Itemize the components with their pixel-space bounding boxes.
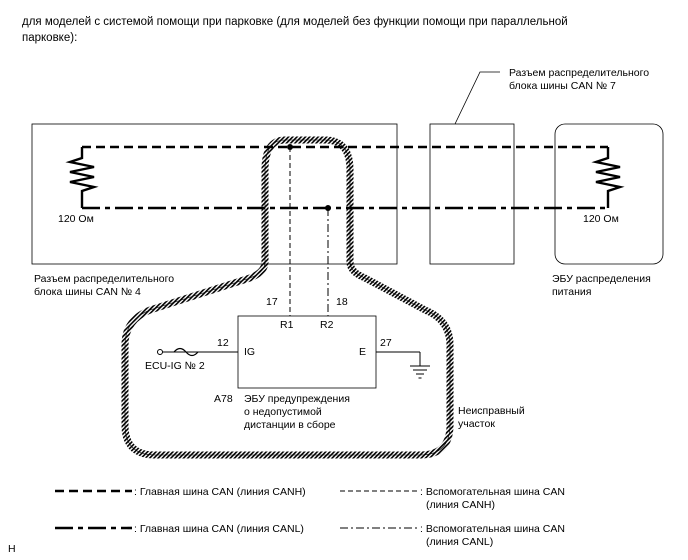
fuse-icon [173, 347, 199, 357]
pin-number-17: 17 [266, 296, 278, 308]
ecu-name-line-3: дистанции в сборе [244, 419, 336, 431]
footer-mark: H [8, 543, 16, 555]
pin-number-27: 27 [380, 337, 392, 349]
header-line-1: для моделей с системой помощи при парков… [22, 16, 568, 28]
legend-aux-canl-label-1: : Вспомогательная шина CAN [420, 523, 565, 535]
legend-aux-canh-label-1: : Вспомогательная шина CAN [420, 486, 565, 498]
ecu-name-line-1: ЭБУ предупреждения [244, 393, 350, 405]
power-ecu-label-line-2: питания [552, 286, 591, 298]
legend-aux-canh-label-2: (линия CANH) [426, 499, 495, 511]
pin-number-12: 12 [217, 337, 229, 349]
junction-4-label-line-2: блока шины CAN № 4 [34, 286, 141, 298]
junction-connector-7-box [429, 123, 515, 265]
fault-label-line-2: участок [458, 418, 495, 430]
legend-main-canl-label: : Главная шина CAN (линия CANL) [134, 523, 304, 535]
pin-r1-label: R1 [280, 319, 294, 331]
ecu-name-line-2: о недопустимой [244, 406, 322, 418]
ecu-code: A78 [214, 393, 233, 405]
junction-7-label-line-2: блока шины CAN № 7 [509, 80, 616, 92]
left-resistor [65, 147, 99, 208]
ground-icon [410, 365, 430, 379]
header-line-2: парковке): [22, 32, 77, 44]
fault-area [121, 136, 454, 459]
right-resistor [591, 147, 625, 208]
pin-e-label: E [359, 346, 366, 358]
power-distribution-ecu-box [554, 123, 664, 265]
power-ecu-label-line-1: ЭБУ распределения [552, 273, 651, 285]
fault-label-line-1: Неисправный [458, 405, 525, 417]
pin-ig-label: IG [244, 346, 255, 358]
junction-connector-4-box [31, 123, 398, 265]
fuse-label: ECU-IG № 2 [145, 360, 205, 372]
legend-main-canh-label: : Главная шина CAN (линия CANH) [134, 486, 306, 498]
right-resistor-label: 120 Ом [583, 213, 619, 225]
pin-r2-label: R2 [320, 319, 334, 331]
distance-warning-ecu-box [237, 315, 377, 389]
junction-4-label-line-1: Разъем распределительного [34, 273, 174, 285]
ig-wire-end [157, 349, 163, 355]
junction-7-label-line-1: Разъем распределительного [509, 67, 649, 79]
pin-number-18: 18 [336, 296, 348, 308]
junction-7-leader [454, 71, 500, 125]
legend-aux-canl-label-2: (линия CANL) [426, 536, 493, 548]
left-resistor-label: 120 Ом [58, 213, 94, 225]
